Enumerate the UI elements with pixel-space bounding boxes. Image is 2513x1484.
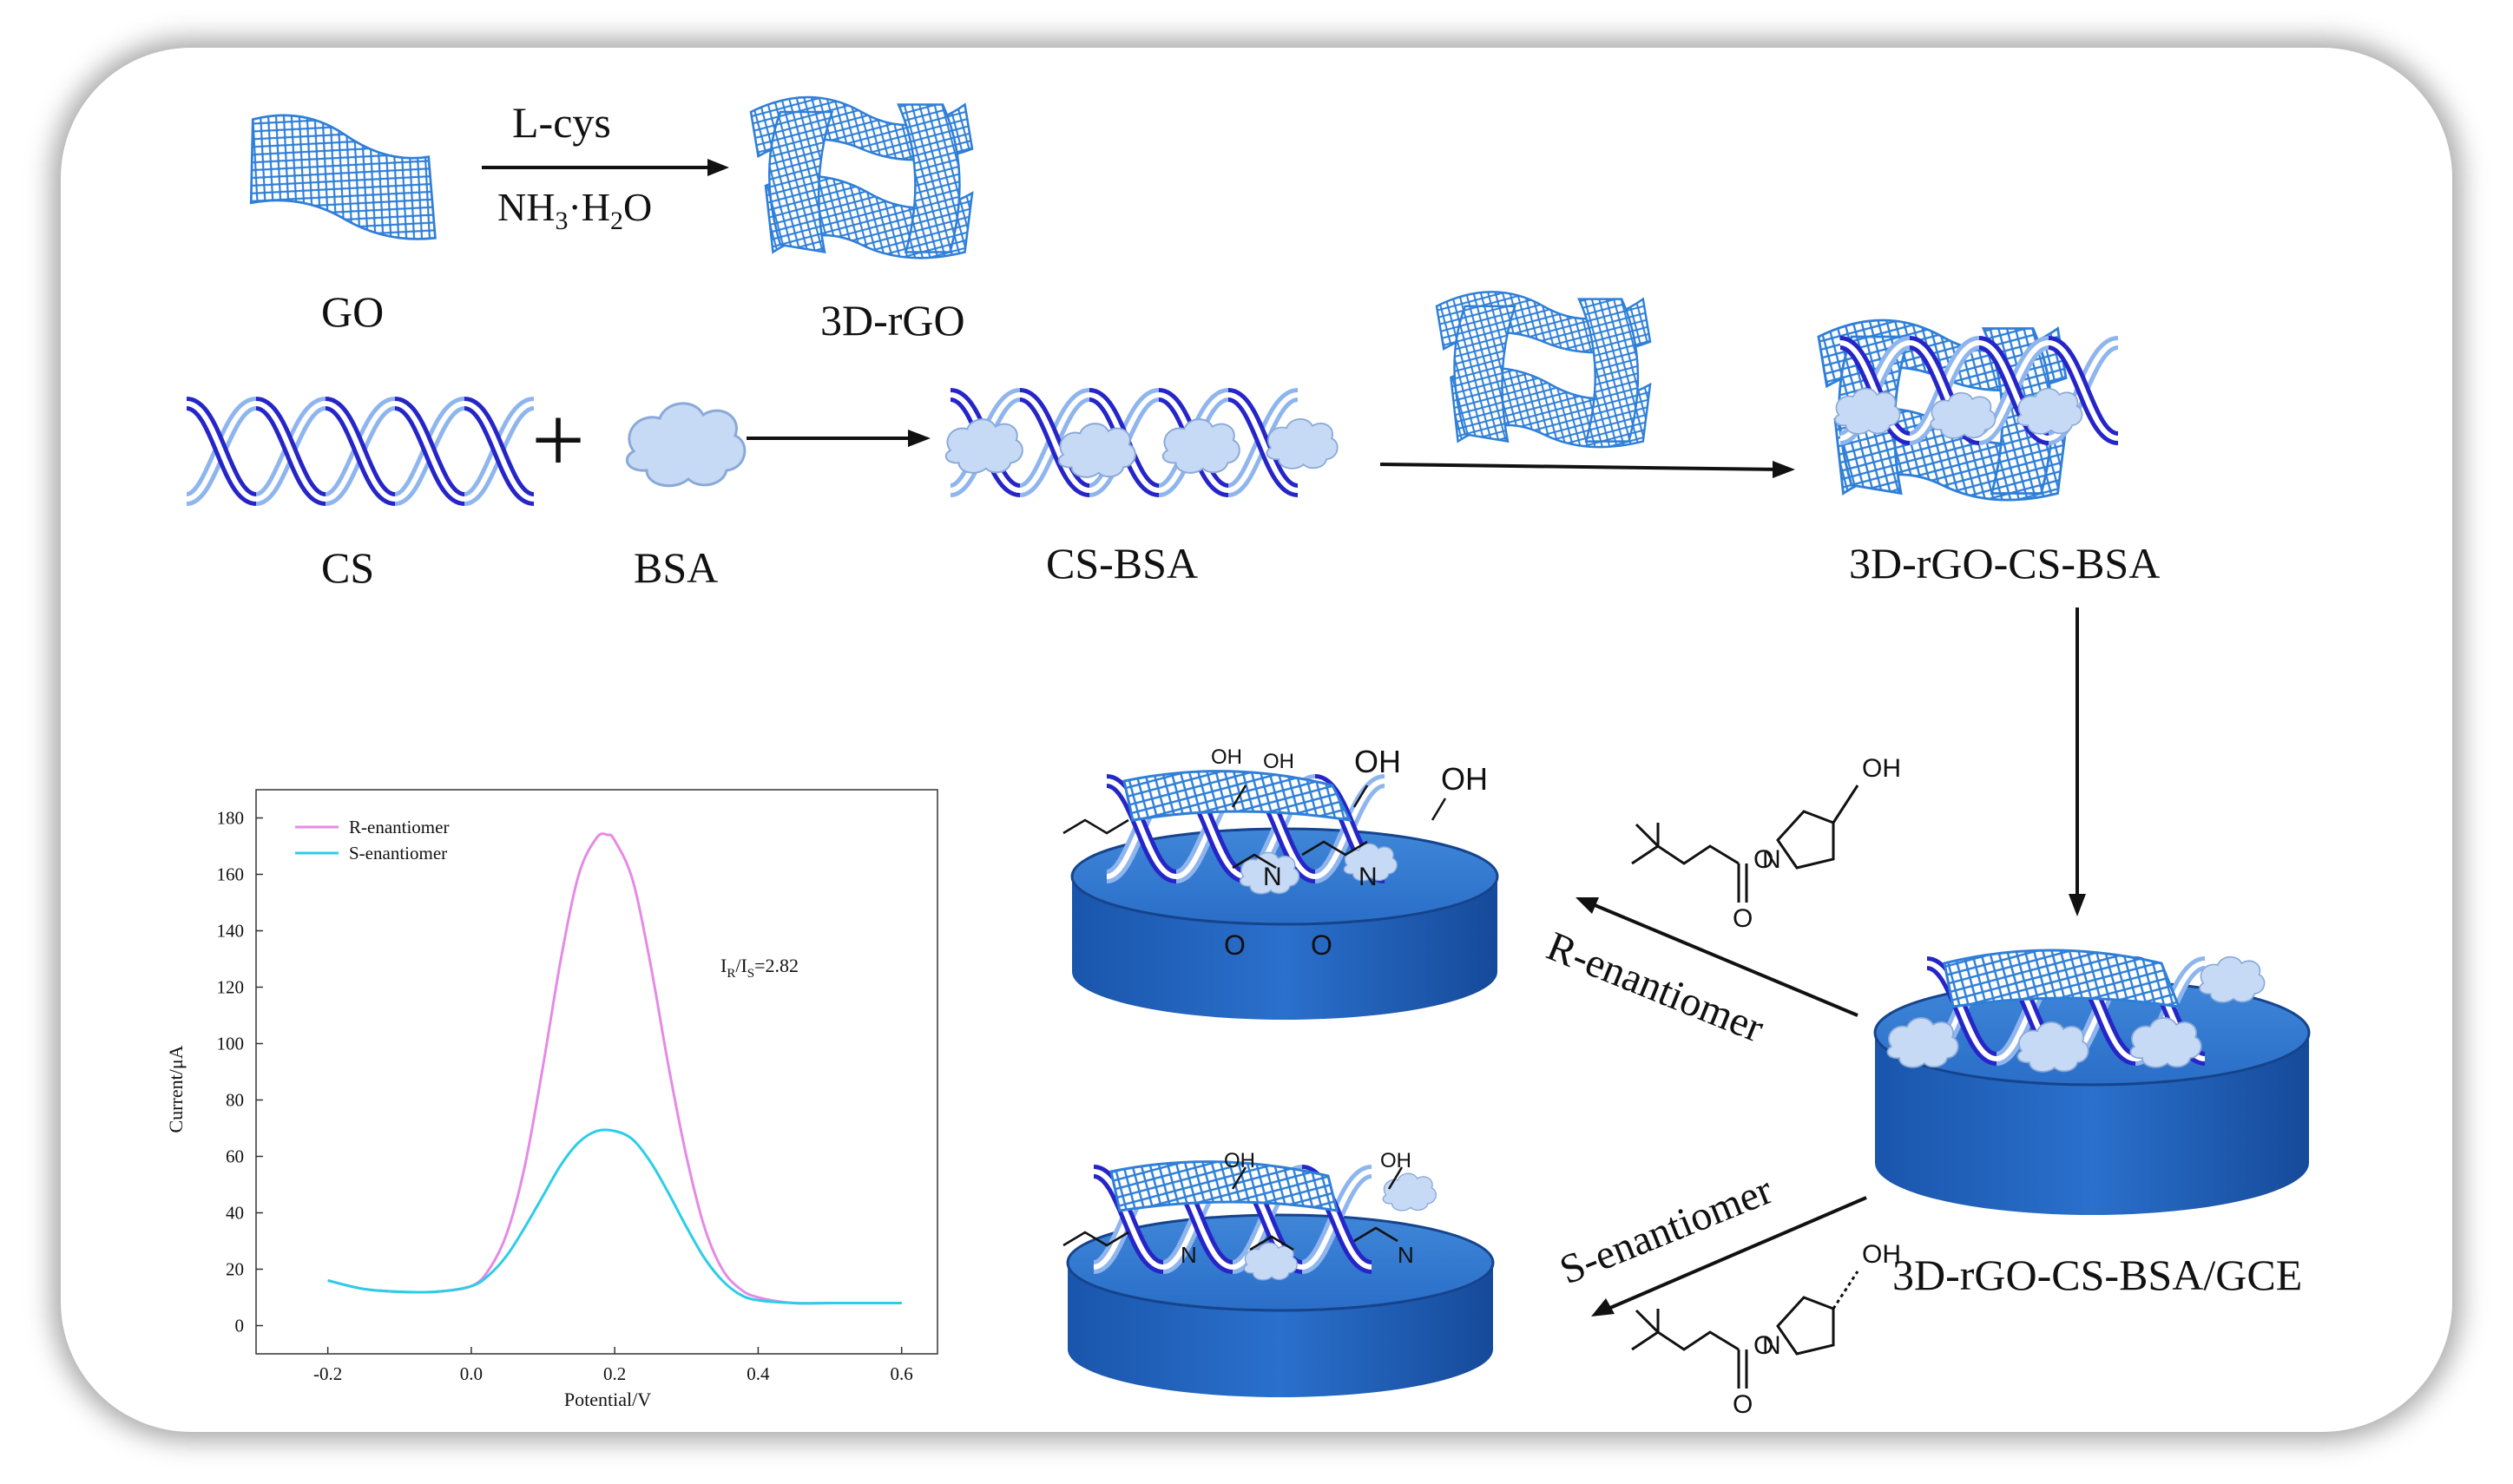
ann-sub2: S [747,967,754,981]
series-line-r [327,832,902,1305]
y-tick-label: 100 [217,1034,245,1054]
s-mol-o: O [1753,1331,1773,1360]
x-tick-label: -0.2 [313,1363,342,1384]
reaction-arrow [482,159,729,176]
arrow-r [1576,897,1858,1017]
ann-prefix: I [720,955,727,976]
rgo-cs-bsa-composite [1817,318,2118,502]
x-tick-label: 0.6 [891,1363,913,1384]
bound-o-1: O [1224,929,1246,961]
y-tick-label: 180 [217,808,245,829]
r-mol-o: O [1753,845,1773,874]
bound-oh-4: OH [1441,761,1488,797]
reagent-sub2: 2 [610,207,623,236]
label-cs-bsa: CS-BSA [1046,539,1199,588]
r-mol-n: N [1762,845,1781,874]
y-tick-label: 40 [226,1203,244,1224]
y-tick-label: 80 [226,1090,244,1111]
chart-xlabel: Potential/V [564,1389,651,1410]
bound-oh-3: OH [1354,744,1401,779]
bound-oh-5: OH [1224,1149,1255,1172]
label-cs: CS [321,543,375,592]
chart-annotation: IR/IS=2.82 [720,955,799,981]
bound-n-2: N [1358,863,1378,891]
label-go: GO [321,287,385,336]
legend-s-label: S-enantiomer [349,843,447,863]
chart-background [156,764,981,1423]
rgo3d-structure [749,95,974,259]
electrode-s [1066,1160,1495,1397]
chart-legend: R-enantiomer S-enantiomer [295,817,449,863]
s-mol-o2: O [1733,1390,1753,1419]
x-tick-label: 0.0 [460,1363,483,1384]
bsa-cloud [625,402,747,488]
r-mol-o2: O [1733,904,1753,933]
label-3d-rgo: 3D-rGO [820,296,965,345]
reagent-sub3: 3 [555,207,569,236]
ann-suffix: =2.82 [754,955,799,976]
bound-o-2: O [1311,929,1332,961]
ann-mid: /I [735,955,747,976]
bound-oh-2: OH [1263,750,1294,773]
arrow-down [2069,607,2086,916]
r-boc-pyrrolidinol-structure [1631,785,1859,903]
bound-oh-6: OH [1380,1149,1411,1172]
label-bsa: BSA [634,543,719,592]
s-mol-n: N [1762,1331,1781,1360]
label-reagent-bottom: NH3·H2O [497,184,652,236]
reagent-nh: NH [497,185,556,229]
s-mol-oh: OH [1862,1240,1901,1269]
cs-bsa-complex [946,395,1339,490]
y-tick-label: 60 [226,1146,244,1167]
chart-ylabel: Current/μA [165,1045,187,1133]
label-electrode: 3D-rGO-CS-BSA/GCE [1892,1251,2303,1299]
y-tick-label: 140 [217,921,245,942]
plus-sign: + [531,387,586,493]
plot-frame [255,789,938,1355]
reagent-h: ·H [568,185,610,229]
electrode-r [1070,770,1499,1020]
arrow-s [1591,1196,1867,1317]
bound-oh-1: OH [1211,745,1242,769]
series-line-s [327,1128,902,1305]
arrow-to-composite [1379,461,1795,478]
label-rgo-cs-bsa: 3D-rGO-CS-BSA [1849,539,2161,588]
bound-molecules-s [1062,1166,1404,1251]
bound-n-4: N [1398,1242,1414,1268]
r-mol-oh: OH [1862,754,1901,783]
bound-n-1: N [1263,863,1282,891]
bound-molecules-r [1062,785,1447,870]
arrow-cs-bsa [747,430,931,447]
y-tick-label: 0 [235,1316,245,1336]
rgo3d-small [1435,291,1652,449]
electrode-modified [1873,949,2311,1215]
reagent-o: O [623,185,653,229]
dpv-chart: -0.2 0.0 0.2 0.4 0.6 0 20 40 60 80 100 120 140 160 180… [156,764,981,1423]
label-reagent-top: L-cys [512,98,611,147]
ann-sub1: R [727,967,735,981]
s-boc-pyrrolidinol-structure [1631,1271,1859,1389]
y-tick-label: 160 [217,864,245,885]
y-tick-label: 20 [226,1259,244,1280]
cs-helix [187,404,534,499]
y-tick-label: 120 [217,977,245,998]
bound-n-3: N [1181,1242,1197,1268]
x-tick-label: 0.2 [603,1363,626,1384]
go-sheet [234,105,456,247]
legend-r-label: R-enantiomer [349,817,449,837]
x-tick-label: 0.4 [747,1363,770,1384]
